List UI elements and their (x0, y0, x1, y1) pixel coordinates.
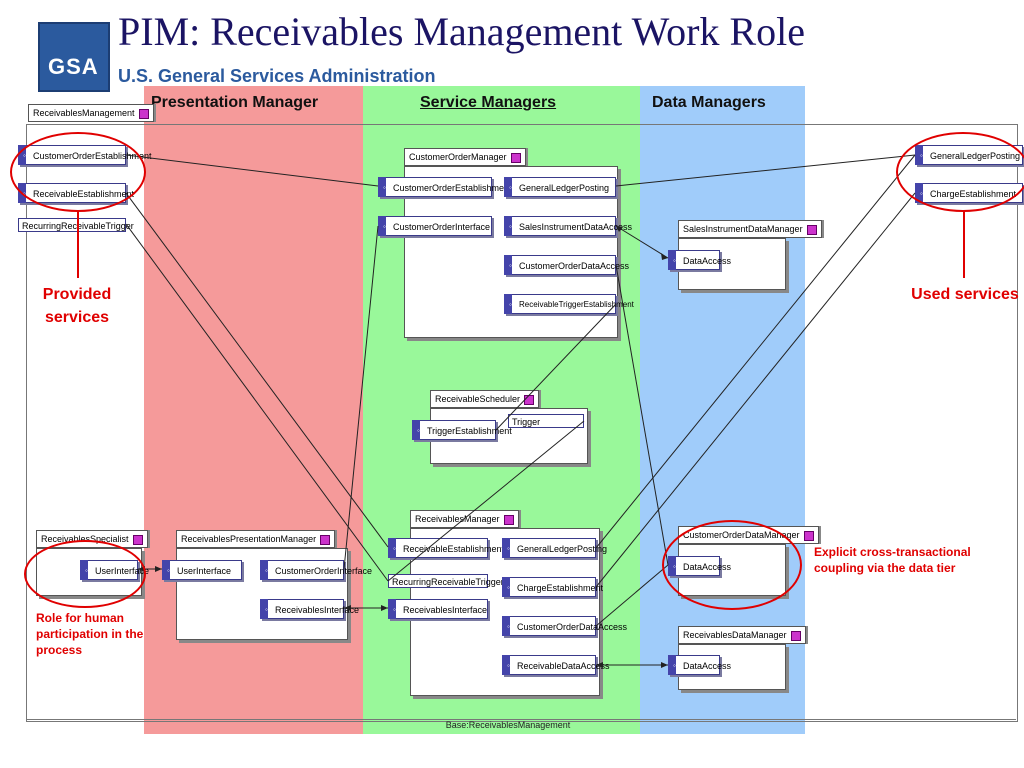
gsa-subtitle: U.S. General Services Administration (118, 66, 436, 86)
package-icon (803, 530, 814, 541)
receivables-specialist-label: ReceivablesSpecialist (41, 534, 129, 544)
used-services-annotation: Used services (911, 286, 1019, 303)
package-icon (510, 152, 521, 163)
presentation-lane-label: Presentation Manager (151, 94, 319, 111)
rm-receivable-establishment-port[interactable]: ◦ReceivableEstablishment (388, 538, 504, 558)
package-icon (320, 534, 331, 545)
port-label: DataAccess (683, 256, 732, 266)
port-label: CustomerOrderEstablishment (393, 183, 512, 193)
rm-general-ledger-posting-port[interactable]: ◦GeneralLedgerPosting (502, 538, 607, 558)
rs-trigger-port[interactable]: Trigger (508, 414, 584, 428)
gsa-logo: GSA (38, 22, 110, 92)
receivable-scheduler-label: ReceivableScheduler (435, 394, 521, 404)
port-label: ReceivableTriggerEstablishment (519, 300, 634, 309)
receivables-manager-label: ReceivablesManager (415, 514, 500, 524)
port-label: ReceivableDataAccess (517, 661, 610, 671)
port-label: ChargeEstablishment (517, 583, 604, 593)
used-services-highlight (896, 132, 1024, 212)
port-label: CustomerOrderDataAccess (517, 622, 628, 632)
provided-recurring-receivable-trigger-port[interactable]: RecurringReceivableTrigger (18, 218, 134, 232)
rm-receivable-data-access-port[interactable]: ◦ReceivableDataAccess (502, 655, 610, 675)
customer-order-manager-tab[interactable]: CustomerOrderManager (404, 148, 526, 166)
receivables-presentation-manager-tab[interactable]: ReceivablesPresentationManager (176, 530, 336, 548)
port-label: ReceivablesInterface (403, 605, 488, 615)
rm-customer-order-data-access-port[interactable]: ◦CustomerOrderDataAccess (502, 616, 627, 636)
base-divider (26, 719, 1016, 720)
port-label: DataAccess (683, 661, 732, 671)
package-icon (524, 394, 535, 405)
package-icon (806, 224, 817, 235)
port-label: SalesInstrumentDataAccess (519, 222, 633, 232)
human-role-annotation: Role for human participation in the proc… (36, 611, 144, 657)
com-customer-order-data-access-port[interactable]: ◦CustomerOrderDataAccess (504, 255, 629, 275)
port-label: CustomerOrderInterface (275, 566, 373, 576)
human-role-highlight (24, 540, 146, 608)
sales-instrument-data-manager-tab[interactable]: SalesInstrumentDataManager (678, 220, 822, 238)
rs-trigger-establishment-port[interactable]: ◦TriggerEstablishment (412, 420, 512, 440)
port-label: GeneralLedgerPosting (517, 544, 608, 554)
sales-instrument-data-manager-label: SalesInstrumentDataManager (683, 224, 803, 234)
cross-coupling-annotation: Explicit cross-transactional coupling vi… (814, 545, 971, 575)
port-label: RecurringReceivableTrigger (392, 577, 504, 587)
package-icon (503, 514, 514, 525)
gsa-logo-text: GSA (48, 54, 99, 79)
port-label: RecurringReceivableTrigger (22, 221, 134, 231)
package-icon (790, 630, 801, 641)
port-label: TriggerEstablishment (427, 426, 512, 436)
receivables-data-manager-label: ReceivablesDataManager (683, 630, 787, 640)
receivables-management-label: ReceivablesManagement (33, 108, 135, 118)
package-icon (138, 108, 149, 119)
package-icon (132, 534, 143, 545)
receivable-scheduler-tab[interactable]: ReceivableScheduler (430, 390, 540, 408)
rpm-customer-order-interface-port[interactable]: ◦CustomerOrderInterface (260, 560, 372, 580)
provided-services-annotation: Provided services (42, 286, 112, 326)
com-customer-order-establishment-port[interactable]: ◦CustomerOrderEstablishment (378, 177, 512, 197)
rm-receivables-interface-port[interactable]: ◦ReceivablesInterface (388, 599, 488, 619)
port-label: ReceivableEstablishment (403, 544, 505, 554)
base-label: Base:ReceivablesManagement (445, 720, 571, 730)
com-sales-instrument-data-access-port[interactable]: ◦SalesInstrumentDataAccess (504, 216, 632, 236)
port-label: GeneralLedgerPosting (519, 183, 610, 193)
port-label: UserInterface (177, 566, 232, 576)
provided-services-highlight (10, 132, 146, 212)
receivables-manager-tab[interactable]: ReceivablesManager (410, 510, 519, 528)
port-label: CustomerOrderDataAccess (519, 261, 630, 271)
rpm-receivables-interface-port[interactable]: ◦ReceivablesInterface (260, 599, 359, 619)
com-general-ledger-posting-port[interactable]: ◦GeneralLedgerPosting (504, 177, 616, 197)
port-label: CustomerOrderInterface (393, 222, 491, 232)
rdm-data-access-port[interactable]: ◦DataAccess (668, 655, 731, 675)
rpm-user-interface-port[interactable]: ◦UserInterface (162, 560, 242, 580)
receivables-presentation-manager-label: ReceivablesPresentationManager (181, 534, 317, 544)
port-label: Trigger (512, 417, 541, 427)
receivables-management-frame (26, 124, 1018, 722)
rm-charge-establishment-port[interactable]: ◦ChargeEstablishment (502, 577, 603, 597)
service-lane-label: Service Managers (420, 94, 557, 111)
receivables-management-tab[interactable]: ReceivablesManagement (28, 104, 154, 122)
page-title: PIM: Receivables Management Work Role (118, 9, 805, 54)
rm-recurring-receivable-trigger-port[interactable]: RecurringReceivableTrigger (388, 574, 504, 588)
com-customer-order-interface-port[interactable]: ◦CustomerOrderInterface (378, 216, 492, 236)
sidm-data-access-port[interactable]: ◦DataAccess (668, 250, 731, 270)
data-lane-label: Data Managers (652, 94, 766, 111)
receivables-data-manager-tab[interactable]: ReceivablesDataManager (678, 626, 806, 644)
com-receivable-trigger-establishment-port[interactable]: ◦ReceivableTriggerEstablishment (504, 294, 634, 314)
cross-coupling-highlight (662, 520, 802, 610)
customer-order-manager-label: CustomerOrderManager (409, 152, 507, 162)
port-label: ReceivablesInterface (275, 605, 360, 615)
